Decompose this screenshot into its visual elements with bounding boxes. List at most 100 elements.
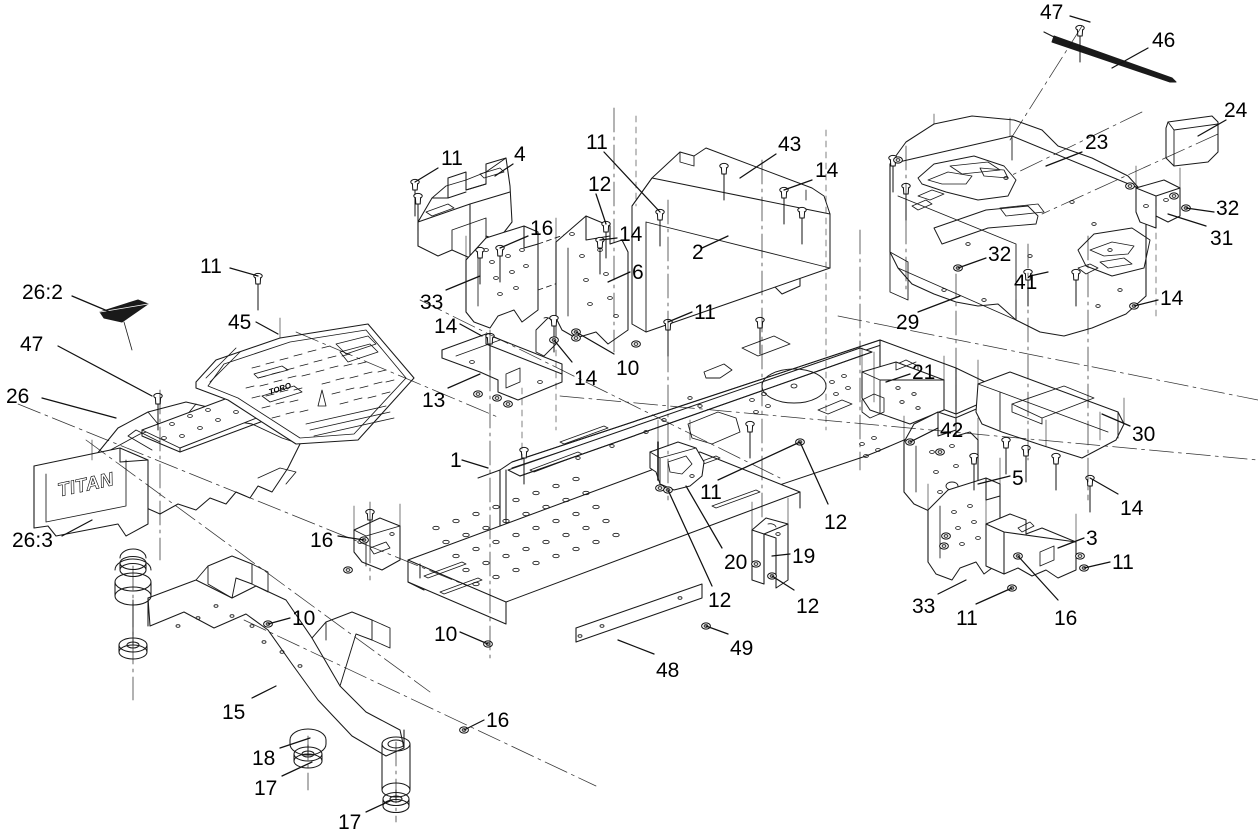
upright-bracket-part-33-right — [927, 477, 1001, 581]
leader-line-17 — [365, 799, 393, 813]
front-axle-part-15 — [114, 548, 411, 814]
leader-line-4 — [494, 163, 514, 177]
shield-part-30 — [975, 371, 1125, 459]
callout-42: 42 — [940, 419, 964, 442]
callout-13: 13 — [422, 389, 446, 412]
leader-line-12 — [595, 193, 607, 225]
leader-line-33 — [445, 275, 481, 291]
leader-line-15 — [251, 685, 277, 699]
leader-line-26-3 — [61, 519, 93, 537]
callout-16: 16 — [310, 529, 334, 552]
leader-line-42 — [909, 427, 939, 443]
callout-26-3: 26:3 — [12, 529, 53, 552]
callout-17: 17 — [254, 777, 278, 800]
leader-line-31 — [1167, 213, 1207, 227]
leader-line-14 — [459, 323, 483, 337]
leader-line-14 — [783, 179, 813, 191]
leader-line-17 — [281, 761, 313, 777]
leader-line-47 — [57, 345, 153, 397]
trim-rod-part-46 — [1043, 31, 1177, 83]
rear-panel-part-43 — [631, 147, 831, 333]
right-rail-part-3 — [985, 513, 1077, 579]
callout-6: 6 — [632, 261, 644, 284]
callout-21: 21 — [912, 361, 936, 384]
leader-line-49 — [705, 625, 729, 635]
leader-line-5 — [977, 475, 1011, 485]
callout-12: 12 — [708, 589, 732, 612]
leader-line-24 — [1197, 119, 1227, 137]
cover-bracket-part-4 — [417, 157, 513, 259]
callout-29: 29 — [896, 311, 920, 334]
leader-line-41 — [1029, 271, 1049, 277]
leader-line-13 — [447, 373, 481, 389]
leader-line-12 — [799, 441, 829, 505]
leader-line-19 — [771, 553, 791, 557]
leader-line-20 — [685, 485, 723, 549]
callout-14: 14 — [574, 367, 598, 390]
leader-line-10 — [459, 631, 489, 645]
callout-15: 15 — [222, 701, 246, 724]
callout-14: 14 — [1120, 497, 1144, 520]
callout-12: 12 — [588, 173, 612, 196]
floor-mat-part-45 — [195, 323, 415, 445]
projection-lines — [91, 113, 1181, 543]
flat-bar-part-48 — [575, 583, 703, 643]
leader-line-11 — [717, 441, 801, 481]
leader-line-14 — [1133, 299, 1159, 307]
leader-line-45 — [255, 321, 279, 335]
leader-line-16 — [463, 719, 485, 731]
callout-14: 14 — [434, 315, 458, 338]
callout-47: 47 — [1040, 1, 1064, 24]
leader-line-23 — [1045, 151, 1083, 167]
leader-line-10 — [575, 331, 615, 355]
leader-line-14 — [599, 237, 618, 241]
bar-bracket-part-13 — [441, 333, 563, 401]
callout-5: 5 — [1012, 467, 1024, 490]
leader-line-11 — [603, 151, 661, 213]
leader-line-16 — [499, 235, 529, 249]
leader-line-32 — [957, 257, 987, 269]
callout-11: 11 — [694, 301, 716, 324]
callout-47: 47 — [20, 333, 44, 356]
leader-line-26-2 — [71, 295, 111, 313]
leader-line-12 — [771, 575, 795, 591]
leader-line-11 — [667, 311, 693, 323]
callout-23: 23 — [1085, 131, 1109, 154]
leader-line-21 — [885, 373, 911, 383]
callout-19: 19 — [792, 545, 816, 568]
leader-line-16 — [337, 535, 365, 541]
leader-line-11 — [1083, 561, 1111, 569]
leader-line-12 — [667, 489, 713, 587]
callout-32: 32 — [1216, 197, 1240, 220]
callout-4: 4 — [514, 143, 526, 166]
callout-12: 12 — [796, 595, 820, 618]
callout-3: 3 — [1086, 527, 1098, 550]
callout-49: 49 — [730, 637, 754, 660]
decal-part-26-2 — [99, 299, 149, 351]
leader-line-32 — [1185, 207, 1215, 213]
callout-26: 26 — [6, 385, 30, 408]
leader-line-10 — [267, 617, 291, 625]
callout-26-2: 26:2 — [22, 281, 63, 304]
callout-16: 16 — [1054, 607, 1078, 630]
callout-16: 16 — [530, 217, 554, 240]
callout-1: 1 — [450, 449, 462, 472]
leader-line-2 — [701, 235, 729, 249]
callout-24: 24 — [1224, 99, 1248, 122]
leader-line-3 — [1057, 537, 1085, 549]
callout-11: 11 — [586, 131, 608, 154]
leader-line-48 — [617, 639, 655, 655]
leader-line-6 — [607, 271, 631, 283]
leader-line-46 — [1111, 47, 1149, 69]
u-bracket-part-19 — [751, 517, 789, 589]
callout-11: 11 — [441, 147, 463, 170]
cam-plate-part-20 — [649, 441, 705, 491]
side-panel-part-6 — [535, 215, 629, 357]
callout-11: 11 — [700, 481, 722, 504]
leader-line-18 — [279, 737, 311, 749]
callout-48: 48 — [656, 659, 680, 682]
leader-line-47 — [1069, 15, 1091, 23]
callout-10: 10 — [292, 607, 316, 630]
